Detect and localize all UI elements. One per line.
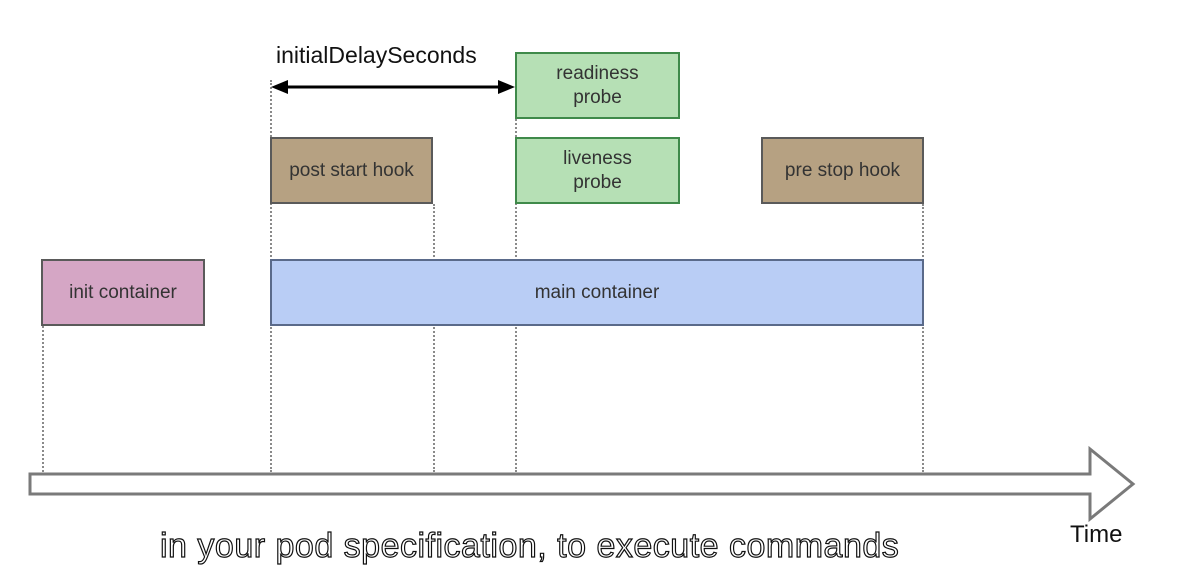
time-axis-arrow	[28, 445, 1136, 523]
post-start-hook-label: post start hook	[289, 159, 414, 181]
pre-stop-hook-label: pre stop hook	[784, 159, 901, 181]
initial-delay-label: initialDelaySeconds	[276, 42, 477, 68]
post-start-hook-box: post start hook	[270, 137, 433, 204]
main-container-box: main container	[270, 259, 924, 326]
time-axis-label: Time	[1070, 521, 1123, 548]
initial-delay-arrow	[271, 80, 515, 94]
init-container-box: init container	[41, 259, 205, 326]
post-start-end-guide-line	[433, 204, 435, 472]
pod-lifecycle-diagram: initialDelaySeconds readiness probe live…	[28, 42, 1136, 566]
caption-text: in your pod specification, to execute co…	[160, 527, 900, 566]
readiness-probe-label: readiness probe	[556, 62, 639, 108]
main-container-label: main container	[534, 281, 660, 303]
main-end-guide-line	[922, 204, 924, 472]
readiness-probe-box: readiness probe	[515, 52, 680, 119]
init-guide-line	[42, 326, 44, 472]
init-container-label: init container	[69, 281, 177, 303]
liveness-probe-label: liveness probe	[563, 147, 632, 193]
liveness-probe-box: liveness probe	[515, 137, 680, 204]
pre-stop-hook-box: pre stop hook	[761, 137, 924, 204]
